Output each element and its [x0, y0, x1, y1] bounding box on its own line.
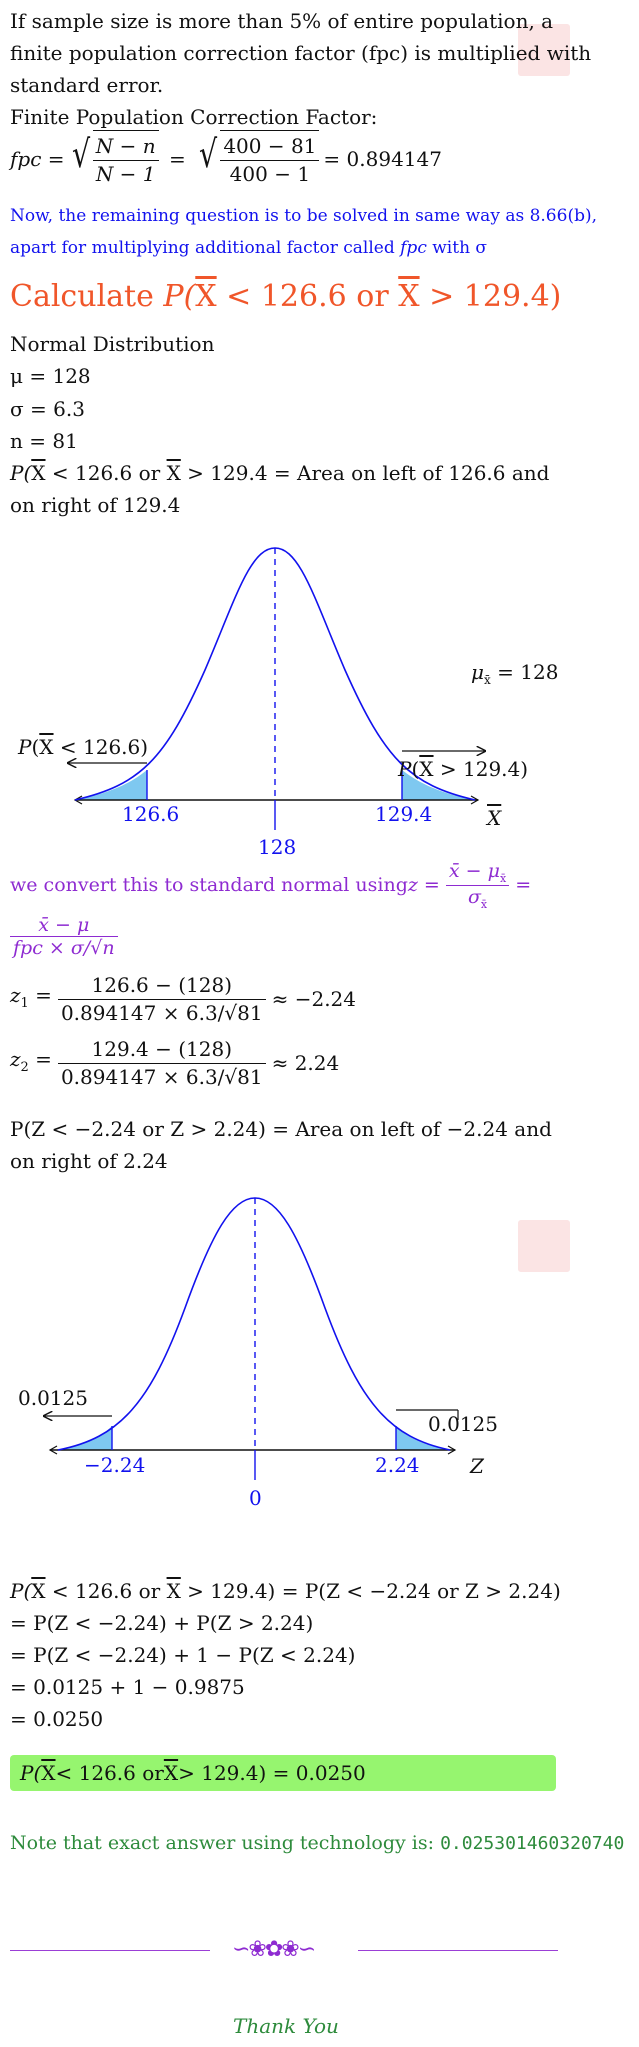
- result-line-1: P(X < 126.6 or X > 129.4) = P(Z < −2.24 …: [10, 1579, 561, 1603]
- right-tail-label: P(X > 129.4): [398, 757, 529, 781]
- watermark-stamp: [518, 1220, 570, 1272]
- normal-curve-graph-1: [0, 547, 639, 830]
- fpc-den-1: N − 1: [95, 162, 156, 186]
- fpc-num-1: N − n: [92, 133, 159, 161]
- note-line-1: Now, the remaining question is to be sol…: [10, 206, 597, 226]
- tick-126-6: 126.6: [122, 802, 180, 826]
- result-line-5: = 0.0250: [10, 1707, 104, 1731]
- prob-line-1: P(X < 126.6 or X > 129.4 = Area on left …: [10, 461, 550, 485]
- result-line-2: = P(Z < −2.24) + P(Z > 2.24): [10, 1611, 314, 1635]
- param-sigma: σ = 6.3: [10, 397, 85, 421]
- z1-formula: z1 = 126.6 − (128)0.894147 × 6.3/√81 ≈ −…: [10, 973, 356, 1025]
- left-tail-shade: [75, 770, 147, 800]
- intro-line-2: finite population correction factor (fpc…: [10, 41, 592, 65]
- left-tail-prob: 0.0125: [18, 1386, 88, 1410]
- axis-label-z: Z: [470, 1454, 484, 1478]
- tick-neg-2-24: −2.24: [84, 1453, 146, 1477]
- prob-line-2: on right of 129.4: [10, 493, 181, 517]
- calc-heading: Calculate P(X < 126.6 or X > 129.4): [10, 279, 562, 314]
- result-line-3: = P(Z < −2.24) + 1 − P(Z < 2.24): [10, 1643, 356, 1667]
- z-area-line-2: on right of 2.24: [10, 1149, 168, 1173]
- left-tail-label: P(X < 126.6): [18, 735, 149, 759]
- technology-note: Note that exact answer using technology …: [10, 1832, 625, 1854]
- z-area-line-1: P(Z < −2.24 or Z > 2.24) = Area on left …: [10, 1117, 552, 1141]
- intro-line-1: If sample size is more than 5% of entire…: [10, 9, 554, 33]
- ornament-icon: ∽❀✿❀∽: [232, 1937, 316, 1962]
- standardize-line: we convert this to standard normal using…: [10, 860, 532, 911]
- normal-curve-graph-2: [0, 1197, 459, 1480]
- z2-formula: z2 = 129.4 − (128)0.894147 × 6.3/√81 ≈ 2…: [10, 1037, 340, 1089]
- tick-129-4: 129.4: [375, 802, 433, 826]
- technology-value: 0.025301460320740: [440, 1833, 625, 1854]
- fpc-den-2: 400 − 1: [229, 162, 311, 186]
- intro-line-3: standard error.: [10, 73, 164, 97]
- tick-2-24: 2.24: [375, 1453, 420, 1477]
- tick-128: 128: [258, 835, 297, 859]
- right-tail-shade: [402, 770, 475, 800]
- divider-left: [10, 1950, 210, 1951]
- fpc-num-2: 400 − 81: [220, 133, 320, 161]
- fpc-title: Finite Population Correction Factor:: [10, 105, 378, 129]
- right-tail-prob: 0.0125: [428, 1412, 498, 1436]
- thank-you: Thank You: [233, 2014, 339, 2038]
- result-line-4: = 0.0125 + 1 − 0.9875: [10, 1675, 245, 1699]
- fpc-lhs: fpc =: [10, 146, 65, 171]
- dist-label: Normal Distribution: [10, 332, 215, 356]
- note-line-2: apart for multiplying additional factor …: [10, 238, 488, 258]
- left-tail-shade: [58, 1426, 112, 1450]
- right-tail-shade: [396, 1426, 450, 1450]
- fpc-value: = 0.894147: [323, 146, 442, 171]
- watermark-stamp: [518, 24, 570, 76]
- bell-curve: [57, 1197, 451, 1451]
- final-answer-box: P(X < 126.6 or X > 129.4) = 0.0250: [10, 1755, 556, 1791]
- note-fpc: fpc: [400, 238, 427, 258]
- mu-xbar-label: μx̄ = 128: [471, 660, 559, 687]
- tick-0: 0: [249, 1486, 262, 1510]
- param-mu: μ = 128: [10, 364, 91, 388]
- axis-label-xbar: X: [487, 806, 502, 830]
- param-n: n = 81: [10, 429, 78, 453]
- divider-right: [358, 1950, 558, 1951]
